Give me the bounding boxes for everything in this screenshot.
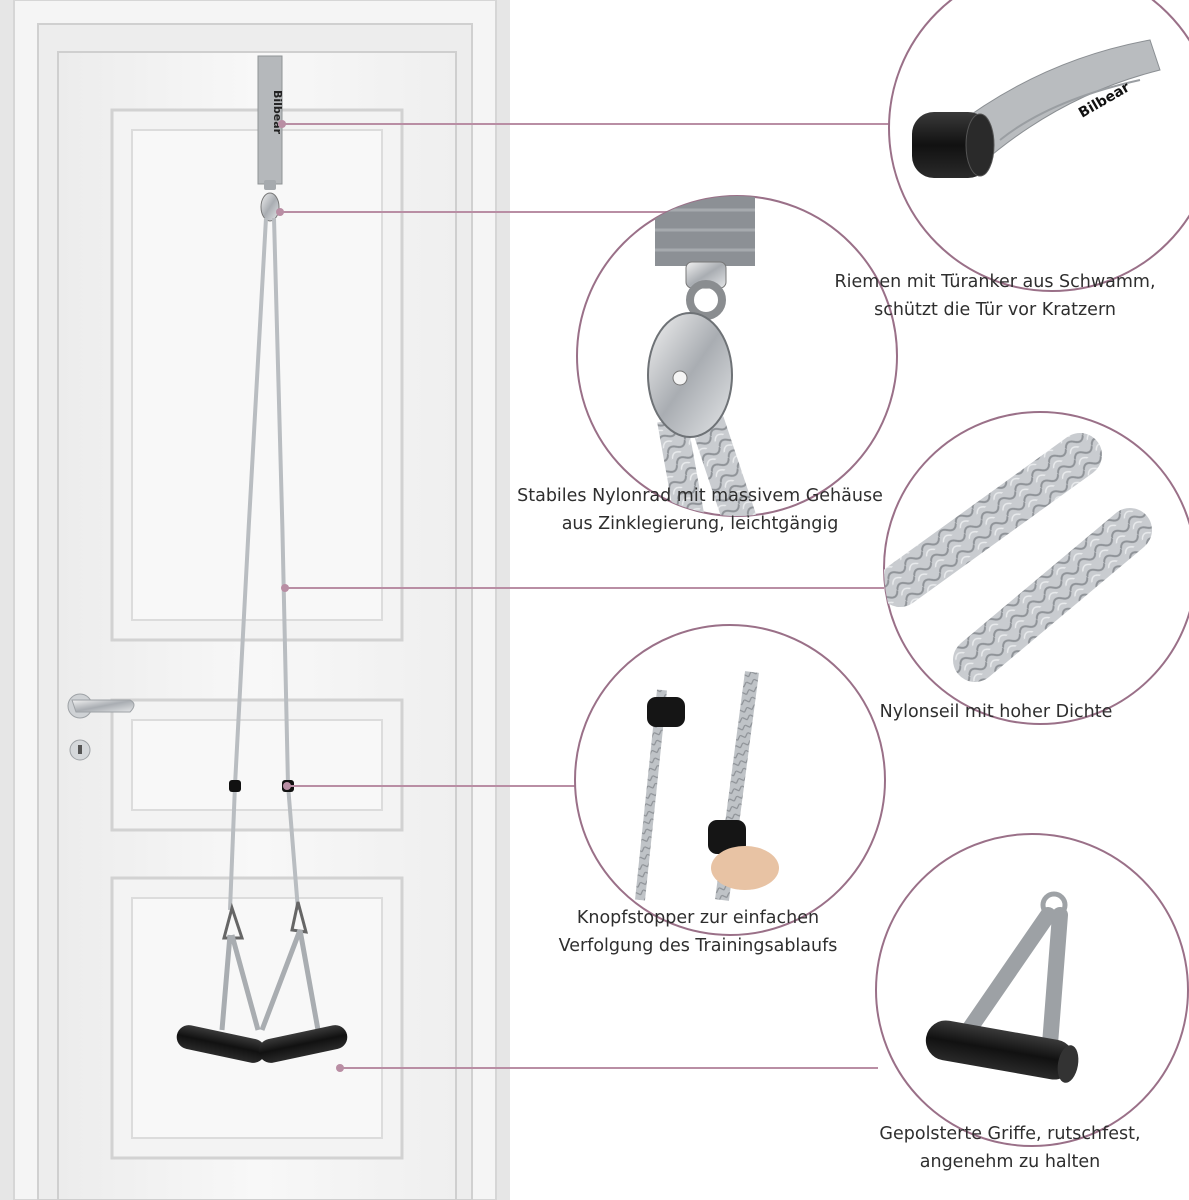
caption-pulley-line2: aus Zinklegierung, leichtgängig bbox=[561, 514, 839, 534]
caption-rope-line1: Nylonseil mit hoher Dichte bbox=[879, 702, 1113, 722]
detail-circle-handle bbox=[875, 833, 1189, 1147]
padded-handle-icon bbox=[925, 1020, 1075, 1080]
caption-stopper: Knopfstopper zur einfachen Verfolgung de… bbox=[528, 904, 868, 960]
caption-handle: Gepolsterte Griffe, rutschfest, angenehm… bbox=[850, 1120, 1170, 1176]
caption-strap-line2: schützt die Tür vor Kratzern bbox=[874, 300, 1116, 320]
detail-circle-rope bbox=[883, 411, 1189, 725]
stopper-left-on-door bbox=[229, 780, 241, 792]
caption-handle-line1: Gepolsterte Griffe, rutschfest, bbox=[879, 1124, 1141, 1144]
door-anchor-strap-on-door bbox=[257, 55, 283, 185]
caption-handle-line2: angenehm zu halten bbox=[919, 1152, 1101, 1172]
grip-right-on-door bbox=[258, 1025, 348, 1063]
door-handle bbox=[67, 693, 135, 761]
rope-right-on-door bbox=[272, 217, 300, 911]
finger-icon bbox=[711, 846, 779, 890]
detail-circle-stopper bbox=[574, 624, 886, 936]
door-panel-middle-inner bbox=[131, 719, 383, 811]
caption-stopper-line2: Verfolgung des Trainingsablaufs bbox=[558, 936, 838, 956]
caption-strap-line1: Riemen mit Türanker aus Schwamm, bbox=[834, 272, 1156, 292]
caption-rope: Nylonseil mit hoher Dichte bbox=[856, 698, 1136, 726]
detail-circle-pulley bbox=[576, 195, 898, 517]
caption-stopper-line1: Knopfstopper zur einfachen bbox=[576, 908, 820, 928]
installed-pulley-system: Bilbear bbox=[176, 55, 348, 1063]
door-anchor-strap-icon bbox=[949, 39, 1161, 166]
braided-rope-icon bbox=[884, 433, 1102, 607]
caption-pulley-line1: Stabiles Nylonrad mit massivem Gehäuse bbox=[517, 486, 883, 506]
leader-lines bbox=[280, 123, 890, 1069]
rope-left-on-door bbox=[228, 217, 268, 911]
caption-pulley: Stabiles Nylonrad mit massivem Gehäuse a… bbox=[490, 482, 910, 538]
button-stopper-icon bbox=[647, 697, 685, 727]
pulley-on-door bbox=[260, 192, 280, 222]
pulley-wheel-icon bbox=[647, 312, 733, 438]
detail-circle-strap: Bilbear bbox=[888, 0, 1189, 292]
grip-left-on-door bbox=[176, 1025, 266, 1063]
caption-strap: Riemen mit Türanker aus Schwamm, schützt… bbox=[830, 268, 1160, 324]
